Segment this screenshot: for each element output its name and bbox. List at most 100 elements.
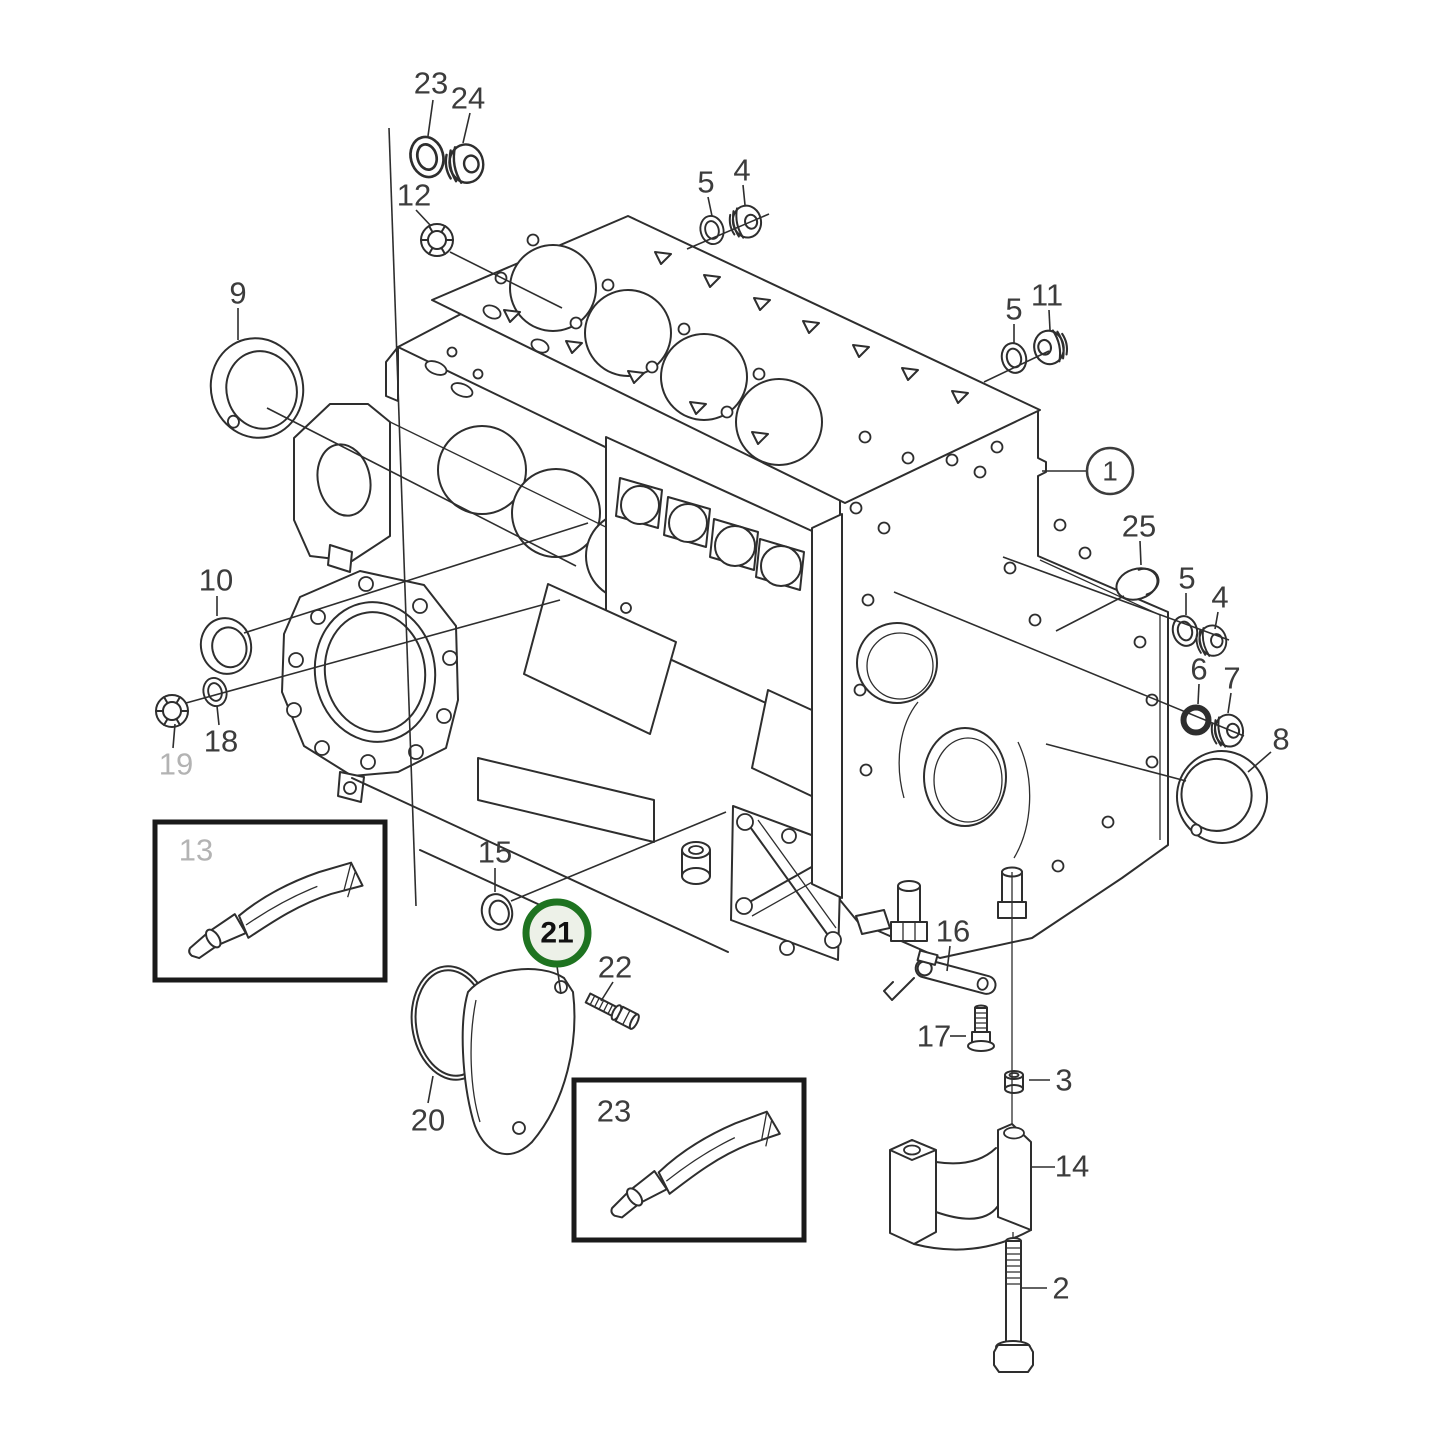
- leader-line-4-mid-right: [1214, 611, 1219, 630]
- part-number-1: 1: [1102, 456, 1118, 487]
- cover-plate-21: [461, 968, 576, 1155]
- leader-line-23-top: [427, 99, 434, 137]
- leader-line-25: [1055, 595, 1125, 632]
- leader-line-22: [600, 981, 614, 1002]
- part-number-23-inset: 23: [597, 1094, 631, 1129]
- part-number-3: 3: [1055, 1063, 1072, 1098]
- part-number-9: 9: [229, 276, 246, 311]
- hex-plug-19: [155, 694, 189, 728]
- callout-3: 3: [1055, 1063, 1072, 1098]
- callout-7: 7: [1223, 661, 1240, 696]
- callout-1: 1: [1085, 446, 1135, 496]
- part-number-5-mid-right: 5: [1178, 561, 1195, 596]
- callout-15: 15: [478, 835, 512, 870]
- callout-2: 2: [1052, 1271, 1069, 1306]
- part-number-19: 19: [159, 747, 193, 782]
- part-number-4-top: 4: [733, 153, 750, 188]
- callout-5-mid-right: 5: [1178, 561, 1195, 596]
- cylinder-bore: [437, 425, 527, 515]
- part-number-21: 21: [540, 917, 573, 950]
- callout-25: 25: [1122, 509, 1156, 544]
- part-number-14: 14: [1055, 1149, 1089, 1184]
- part-number-25: 25: [1122, 509, 1156, 544]
- leader-line-9: [266, 407, 577, 567]
- callout-4-top: 4: [733, 153, 750, 188]
- leader-lines: [172, 99, 1272, 1289]
- leader-line-23-top: [388, 127, 417, 907]
- callout-18: 18: [204, 724, 238, 759]
- leader-line-24: [462, 112, 471, 144]
- callout-8: 8: [1272, 722, 1289, 757]
- callout-21: 21: [522, 898, 592, 968]
- leader-line-4-top: [742, 184, 746, 206]
- sealing-washer-5c: [1168, 612, 1202, 650]
- part-number-15: 15: [478, 835, 512, 870]
- leader-line-4-mid-right: [1002, 556, 1230, 641]
- inset-box-sealant-23: [571, 1077, 807, 1243]
- leader-line-7: [893, 591, 1245, 737]
- callout-13-inset: 13: [179, 833, 213, 868]
- callout-9: 9: [229, 276, 246, 311]
- parts: [155, 131, 1269, 1373]
- part-number-2: 2: [1052, 1271, 1069, 1306]
- fitting-11: [1030, 326, 1071, 368]
- hex-plug-12: [420, 223, 454, 257]
- part-number-18: 18: [204, 724, 238, 759]
- cylinder-bore: [511, 468, 601, 558]
- callout-6: 6: [1190, 652, 1207, 687]
- locking-pin-16: [883, 977, 915, 1001]
- leader-line-19: [185, 599, 561, 704]
- seal-ring-9: [209, 337, 305, 439]
- block-front-plate: [281, 570, 459, 803]
- callout-24: 24: [451, 81, 485, 116]
- leader-line-20: [427, 1075, 434, 1104]
- crankshaft-bore: [923, 727, 1007, 827]
- callout-16: 16: [936, 914, 970, 949]
- part-number-23-top: 23: [414, 66, 448, 101]
- part-number-10: 10: [199, 563, 233, 598]
- bolt-2: [993, 1232, 1034, 1373]
- leader-line-25: [1139, 540, 1142, 566]
- leader-line-8: [1045, 743, 1187, 782]
- camshaft-bore: [856, 622, 938, 704]
- sealing-washer-5b: [997, 339, 1031, 377]
- block-side-plate: [293, 403, 391, 573]
- callout-22: 22: [598, 950, 632, 985]
- bracket-16: [883, 949, 997, 1001]
- part-number-5-upper-right: 5: [1005, 292, 1022, 327]
- bearing-cap-14: [889, 1123, 1032, 1251]
- part-number-6: 6: [1190, 652, 1207, 687]
- callout-17: 17: [917, 1019, 951, 1054]
- inset-box-sealant-13: [152, 819, 388, 983]
- callout-11: 11: [1031, 278, 1063, 313]
- part-number-8: 8: [1272, 722, 1289, 757]
- callout-4-mid-right: 4: [1211, 580, 1228, 615]
- part-number-22: 22: [598, 950, 632, 985]
- part-number-20: 20: [411, 1103, 445, 1138]
- highlight-circle: [522, 898, 592, 968]
- leader-line-18: [216, 705, 220, 726]
- part-number-5-top: 5: [697, 165, 714, 200]
- part-number-4-mid-right: 4: [1211, 580, 1228, 615]
- leader-line-12: [449, 251, 563, 309]
- sealing-washer-23: [404, 131, 450, 183]
- leader-line-7: [1227, 692, 1232, 714]
- part-number-12: 12: [397, 178, 431, 213]
- part-number-24: 24: [451, 81, 485, 116]
- part-number-7: 7: [1223, 661, 1240, 696]
- oil-plug-24: [441, 140, 488, 188]
- leader-line-5-top: [707, 196, 713, 217]
- callout-10: 10: [199, 563, 233, 598]
- leader-line-11: [1048, 309, 1051, 331]
- seal-15: [480, 893, 514, 931]
- leader-line-4-top: [686, 213, 770, 250]
- engine-block-drawing: [281, 215, 1169, 961]
- part-number-11: 11: [1031, 278, 1063, 313]
- leader-line-6: [1197, 683, 1200, 705]
- leader-line-19: [172, 723, 176, 749]
- callout-23-inset: 23: [597, 1094, 631, 1129]
- part-number-16: 16: [936, 914, 970, 949]
- bolt-17: [967, 1004, 995, 1052]
